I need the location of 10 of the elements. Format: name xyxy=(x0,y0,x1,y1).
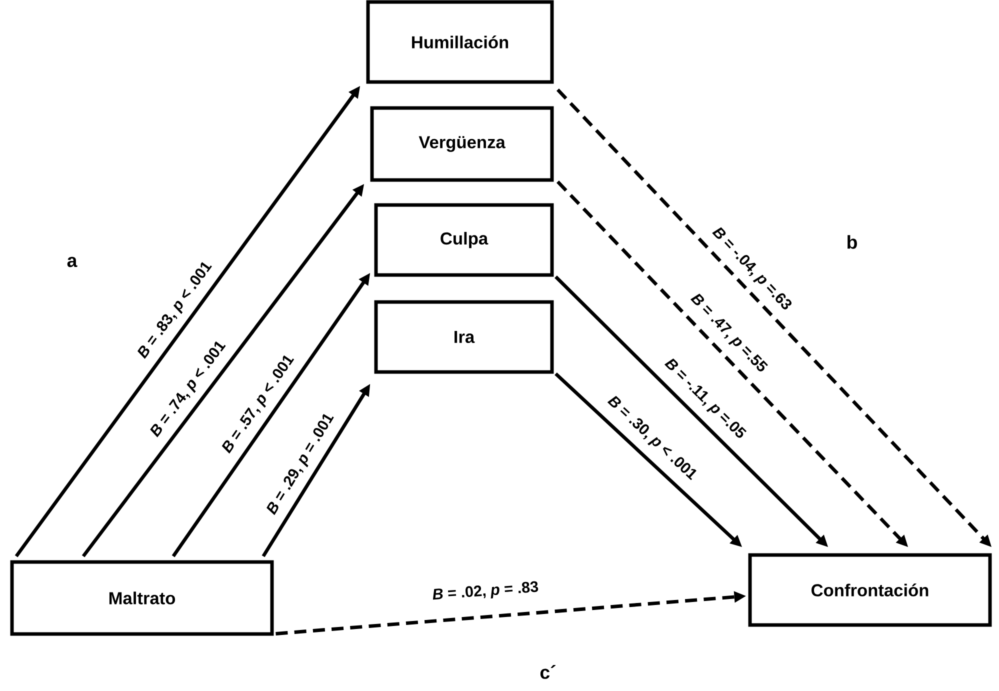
path-letter: c´ xyxy=(540,665,556,679)
variable-box: Humillación xyxy=(366,0,554,84)
variable-box: Culpa xyxy=(374,203,554,277)
path-letter: b xyxy=(848,235,857,249)
path-letter: a xyxy=(67,256,78,268)
variable-box: Confrontación xyxy=(748,553,992,627)
variable-box: Ira xyxy=(374,300,554,374)
edge-label: B = .02, p = .83 xyxy=(430,580,541,604)
variable-box: Maltrato xyxy=(10,560,274,636)
variable-box: Vergüenza xyxy=(370,106,554,182)
